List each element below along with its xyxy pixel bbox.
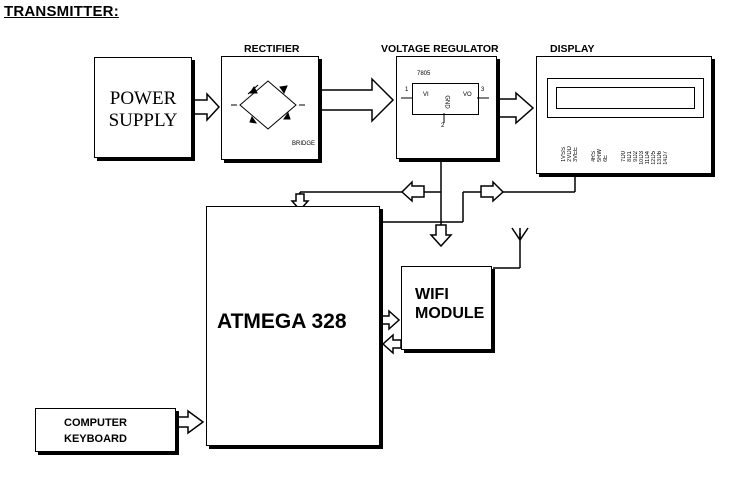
voltage-regulator-block: 7805 VI VO GND 1 3 2	[396, 56, 497, 159]
display-pin-vee: VEE	[573, 146, 579, 159]
display-pin-number: 3	[573, 159, 579, 162]
lcd-screen	[547, 78, 704, 118]
pin-vi-label: VI	[423, 92, 429, 98]
rectifier-block: BRIDGE	[221, 56, 319, 160]
rectifier-label: RECTIFIER	[244, 43, 300, 55]
arrow-bus-to-atmega	[290, 193, 310, 212]
arrow-bus-right	[480, 180, 505, 203]
keyboard-block: COMPUTER KEYBOARD	[35, 408, 176, 452]
pin-vo-label: VO	[463, 92, 472, 98]
diagram-title: TRANSMITTER:	[4, 3, 119, 20]
power-supply-block: POWER SUPPLY	[94, 57, 192, 158]
wifi-line2: MODULE	[415, 305, 485, 322]
keyboard-line1: COMPUTER	[64, 417, 127, 429]
pin3-label: 3	[481, 87, 485, 93]
wifi-module-block: WIFI MODULE	[401, 266, 492, 350]
display-pin-number: 14	[663, 159, 669, 165]
arrow-wifi-to-atmega	[381, 333, 402, 355]
regulator-part-number: 7805	[417, 71, 431, 77]
atmega-label: ATMEGA 328	[217, 310, 347, 333]
bridge-rectifier-icon	[231, 80, 305, 130]
power-supply-line2: SUPPLY	[108, 110, 178, 131]
wifi-line1: WIFI	[415, 286, 449, 303]
bridge-label: BRIDGE	[292, 141, 316, 147]
voltage-regulator-label: VOLTAGE REGULATOR	[381, 43, 499, 55]
arrow-bus-left	[400, 180, 425, 203]
regulator-ic: VI VO GND	[412, 83, 479, 115]
arrow-regulator-to-display	[498, 91, 535, 125]
arrow-power-to-rectifier	[192, 92, 221, 122]
atmega-block: ATMEGA 328	[206, 206, 380, 446]
arrow-bus-to-wifi	[429, 224, 453, 248]
arrow-rectifier-to-regulator	[320, 77, 395, 123]
keyboard-line2: KEYBOARD	[64, 433, 127, 445]
arrow-keyboard-to-atmega	[176, 409, 205, 435]
display-pin-number: 6	[603, 159, 609, 162]
arrow-atmega-to-wifi	[380, 309, 401, 331]
power-supply-line1: POWER	[109, 88, 177, 109]
display-label: DISPLAY	[550, 43, 595, 55]
pin1-label: 1	[405, 87, 409, 93]
pin2-label: 2	[441, 123, 445, 129]
